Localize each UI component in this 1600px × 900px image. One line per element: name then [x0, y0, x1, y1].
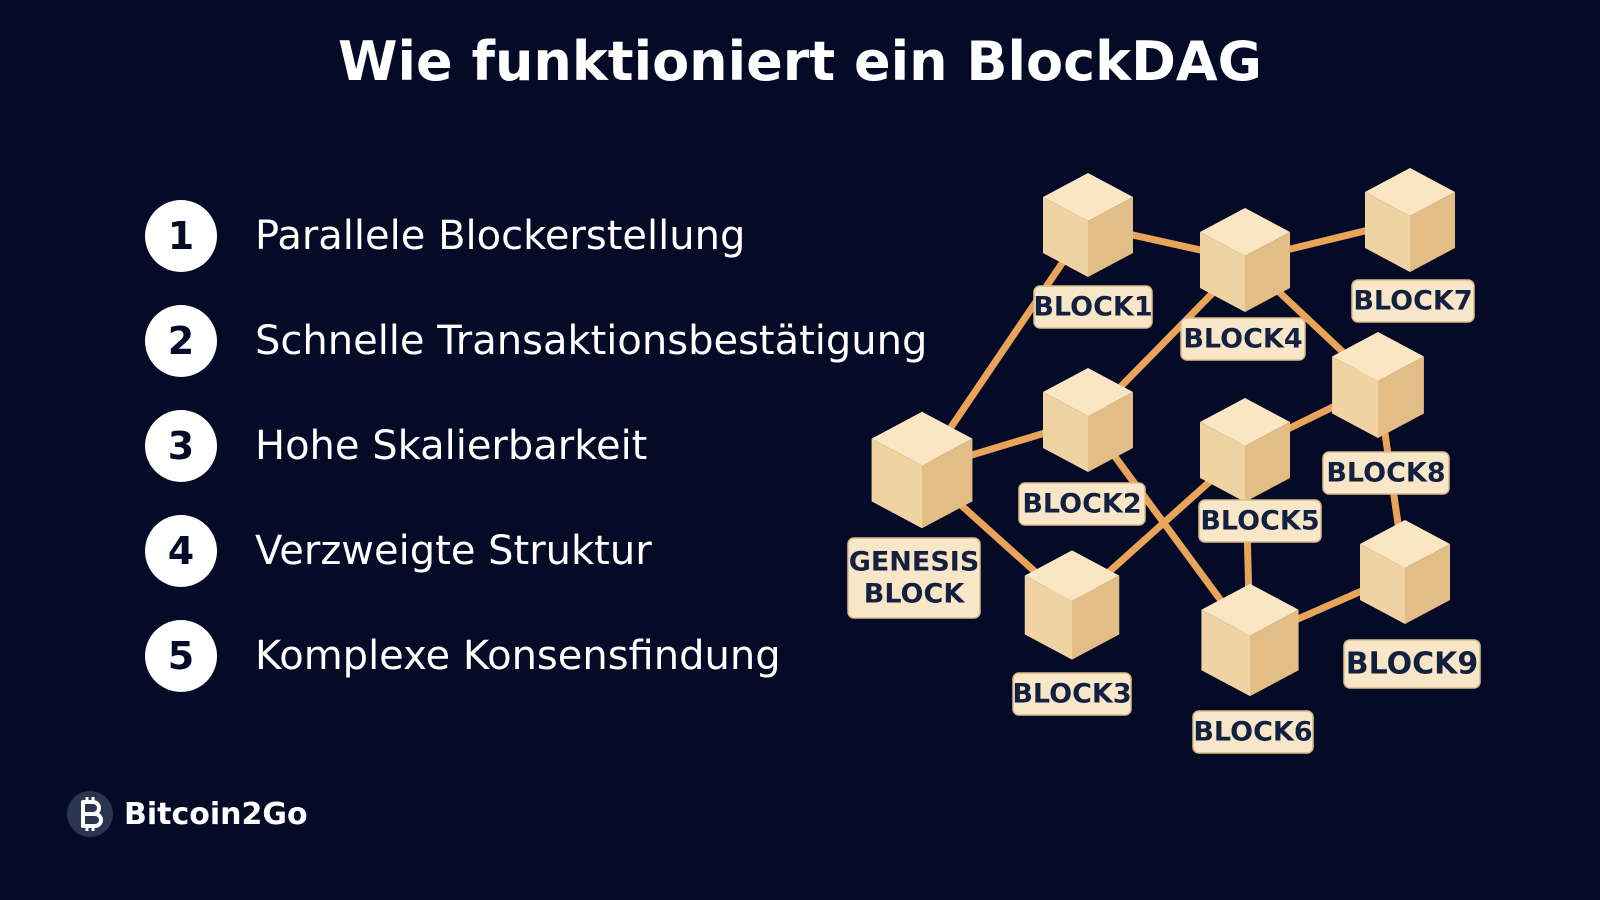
block5-label: BLOCK5 [1198, 499, 1322, 543]
step-number-badge: 5 [145, 620, 217, 692]
block1-label: BLOCK1 [1033, 285, 1153, 329]
block9-label-text: BLOCK9 [1346, 647, 1479, 682]
block3-label-text: BLOCK3 [1012, 679, 1131, 710]
block2-label: BLOCK2 [1018, 482, 1146, 526]
genesis-block-cube [871, 411, 973, 529]
page-title: Wie funktioniert ein BlockDAG [337, 30, 1263, 93]
step-label: Verzweigte Struktur [255, 528, 652, 574]
step-number-badge: 3 [145, 410, 217, 482]
block9-label: BLOCK9 [1343, 639, 1481, 689]
step-item-2: 2 Schnelle Transaktionsbestätigung [145, 305, 927, 377]
block7-label-text: BLOCK7 [1353, 286, 1472, 317]
brand-logo: Bitcoin2Go [66, 790, 308, 838]
step-label: Hohe Skalierbarkeit [255, 423, 648, 469]
block2-label-text: BLOCK2 [1022, 489, 1141, 520]
step-label: Schnelle Transaktionsbestätigung [255, 318, 928, 364]
block1-label-text: BLOCK1 [1033, 292, 1152, 323]
step-item-3: 3 Hohe Skalierbarkeit [145, 410, 647, 482]
step-item-4: 4 Verzweigte Struktur [145, 515, 652, 587]
block3-label: BLOCK3 [1012, 672, 1132, 716]
block8-label: BLOCK8 [1322, 451, 1450, 495]
block8-cube [1332, 331, 1424, 439]
dag-edges [918, 216, 1414, 644]
genesis-label-line2: BLOCK [864, 579, 966, 610]
block4-label: BLOCK4 [1180, 317, 1306, 361]
block5-label-text: BLOCK5 [1200, 506, 1319, 537]
step-item-5: 5 Komplexe Konsensfindung [145, 620, 781, 692]
block6-label: BLOCK6 [1192, 710, 1314, 754]
step-number-badge: 1 [145, 200, 217, 272]
step-label: Parallele Blockerstellung [255, 213, 746, 259]
step-number-badge: 2 [145, 305, 217, 377]
block1-cube [1043, 173, 1133, 277]
genesis-block-label: GENESIS BLOCK [847, 537, 981, 619]
step-number-badge: 4 [145, 515, 217, 587]
step-label: Komplexe Konsensfindung [255, 633, 781, 679]
block3-cube [1024, 550, 1120, 660]
block6-cube [1201, 583, 1299, 697]
block9-cube [1360, 520, 1450, 624]
brand-name: Bitcoin2Go [124, 796, 308, 832]
block4-label-text: BLOCK4 [1183, 324, 1302, 355]
step-item-1: 1 Parallele Blockerstellung [145, 200, 745, 272]
block6-label-text: BLOCK6 [1193, 717, 1312, 748]
block5-cube [1200, 398, 1290, 502]
block8-label-text: BLOCK8 [1326, 458, 1445, 489]
bitcoin2go-logo-icon [67, 791, 113, 837]
genesis-label-line1: GENESIS [849, 547, 980, 578]
block7-cube [1365, 168, 1455, 272]
block7-label: BLOCK7 [1351, 279, 1475, 323]
